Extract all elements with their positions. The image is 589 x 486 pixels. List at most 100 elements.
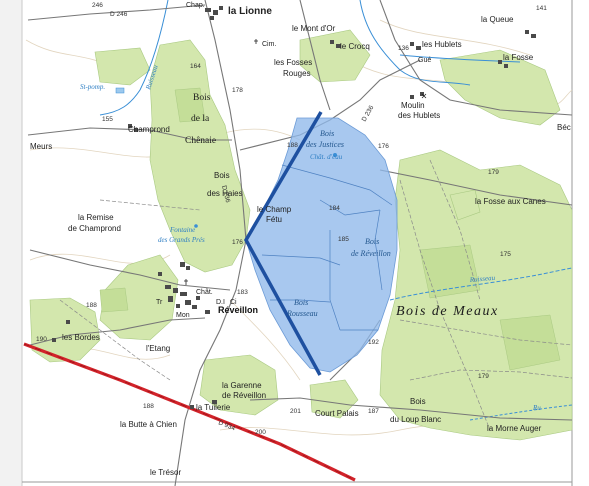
road-label-d246: D 246: [110, 11, 128, 18]
place-fetu: Fétu: [266, 215, 282, 224]
place-rouges: Rouges: [283, 69, 311, 78]
altitude-136: 136: [398, 45, 409, 52]
altitude-179a: 179: [488, 169, 499, 176]
altitude-176b: 176: [378, 143, 389, 150]
place-le-crocq: le Crocq: [340, 42, 370, 51]
altitude-188b: 188: [86, 302, 97, 309]
zone-label-bois-rousseau-1: Bois: [294, 298, 308, 307]
water-label-st-pomp: St-pomp.: [80, 83, 105, 91]
altitude-labels: 246 164 178 155 188 176 184 185 183 192 …: [36, 2, 547, 436]
forest-dark-patches: [99, 87, 561, 371]
place-moulin: Moulin: [401, 101, 425, 110]
left-margin-strip: [0, 0, 22, 486]
altitude-183: 183: [237, 289, 248, 296]
pond-st-pomp: [115, 87, 125, 94]
zone-label-bois-reveillon-1: Bois: [365, 237, 379, 246]
mark-ci: Ci: [230, 299, 237, 306]
place-les-bordes: les Bordes: [62, 333, 100, 342]
place-le-mont-dor: le Mont d'Or: [292, 24, 336, 33]
forest-label-bois-loup-1: Bois: [410, 397, 426, 406]
water-label-ru: Ru: [532, 404, 541, 412]
road-label-d236a: D 236: [220, 185, 231, 204]
stream-ru: [469, 404, 573, 421]
altitude-176: 176: [232, 239, 243, 246]
altitude-246: 246: [92, 2, 103, 9]
forest-east-strip: [439, 49, 561, 126]
water-label-fontaine-1: Fontaine: [169, 226, 195, 234]
zone-label-chat-deau: Chât. d'eau: [310, 153, 343, 161]
road-fosse-canes: [379, 169, 573, 206]
water-label-ruisseau-e: Ruisseau: [468, 274, 495, 284]
altitude-200: 200: [255, 429, 266, 436]
water-tower-icon: [333, 153, 337, 157]
stream-east: [389, 267, 573, 301]
tracks: [59, 159, 573, 431]
place-bec: Béc: [557, 123, 571, 132]
zone-label-bois-justices-2: des Justices: [306, 140, 344, 149]
place-la-remise: la Remise: [78, 213, 114, 222]
mark-dl: D.I: [216, 299, 225, 306]
forest-label-bois-haies-1: Bois: [214, 171, 230, 180]
forest-label-bois-loup-2: du Loup Blanc: [390, 415, 441, 424]
forest-fosse-canes-patch: [449, 189, 481, 221]
forest-label-bois-chenaie-1: Bois: [193, 93, 211, 103]
stream-ruisseau-north: [99, 0, 169, 116]
place-les-hublets: les Hublets: [422, 40, 462, 49]
altitude-185: 185: [338, 236, 349, 243]
mill-icon: [421, 93, 427, 99]
place-la-fosse-aux-canes: la Fosse aux Canes: [475, 197, 546, 206]
altitude-141: 141: [536, 5, 547, 12]
roads: [27, 0, 573, 486]
place-de-reveillon-g: de Réveillon: [222, 391, 266, 400]
place-le-tresor: le Trésor: [150, 468, 181, 477]
place-la-lionne: la Lionne: [228, 6, 272, 17]
altitude-178: 178: [232, 87, 243, 94]
water-label-fontaine-2: des Grands Prés: [158, 236, 205, 244]
place-meurs: Meurs: [30, 142, 52, 151]
altitude-164: 164: [190, 63, 201, 70]
forest-labels: Bois de la Chênaie Bois des Haies Bois d…: [185, 93, 441, 424]
altitude-187: 187: [368, 408, 379, 415]
altitude-179b: 179: [478, 373, 489, 380]
place-la-tuilerie: la Tuilerie: [196, 403, 231, 412]
forest-court-palais: [309, 379, 359, 419]
zone-label-bois-rousseau-2: Rousseau: [286, 309, 318, 318]
point-features: [184, 39, 427, 285]
road-mont-dor: [299, 0, 331, 111]
forest-chenaie: [149, 39, 251, 273]
road-bordes: [29, 317, 206, 346]
mark-mon: Mon: [176, 312, 190, 319]
altitude-201: 201: [290, 408, 301, 415]
place-gue: Gué: [418, 57, 431, 64]
place-des-hublets: des Hublets: [398, 111, 440, 120]
place-la-butte: la Butte à Chien: [120, 420, 177, 429]
zone-labels: Bois des Justices Chât. d'eau Bois de Ré…: [286, 129, 391, 318]
forest-label-bois-chenaie-3: Chênaie: [185, 136, 216, 146]
railway-line-edge: [23, 343, 356, 481]
forest-label-bois-de-meaux: Bois de Meaux: [396, 304, 499, 319]
project-boundary-line: [243, 111, 323, 376]
forest-meaux: [379, 149, 573, 441]
right-margin-strip: [572, 0, 589, 486]
place-la-queue: la Queue: [481, 15, 514, 24]
place-le-champ: le Champ: [257, 205, 292, 214]
altitude-192: 192: [368, 339, 379, 346]
place-la-fosse: la Fosse: [503, 53, 534, 62]
mark-chat: Chât.: [196, 289, 213, 296]
forest-top-left: [94, 47, 151, 86]
small-marks: Cim. Tr Chât. Mon D.I Ci Chap.: [156, 2, 276, 319]
zone-label-bois-reveillon-2: de Réveillon: [351, 249, 391, 258]
place-la-morne-auger: la Morne Auger: [487, 424, 542, 433]
road-d246: [27, 4, 206, 21]
place-les-fosses: les Fosses: [274, 58, 312, 67]
watercourses: [99, 0, 573, 421]
place-labels: la Lionne le Mont d'Or le Crocq les Hubl…: [30, 6, 571, 477]
altitude-175: 175: [500, 251, 511, 258]
church-icon: [184, 279, 188, 285]
forest-label-bois-haies-2: des Haies: [207, 189, 243, 198]
forest-areas: [29, 29, 573, 441]
mark-cim: Cim.: [262, 41, 276, 48]
place-letang: l'Etang: [146, 344, 170, 353]
forest-bordes: [29, 297, 101, 363]
road-d236: [174, 0, 247, 486]
